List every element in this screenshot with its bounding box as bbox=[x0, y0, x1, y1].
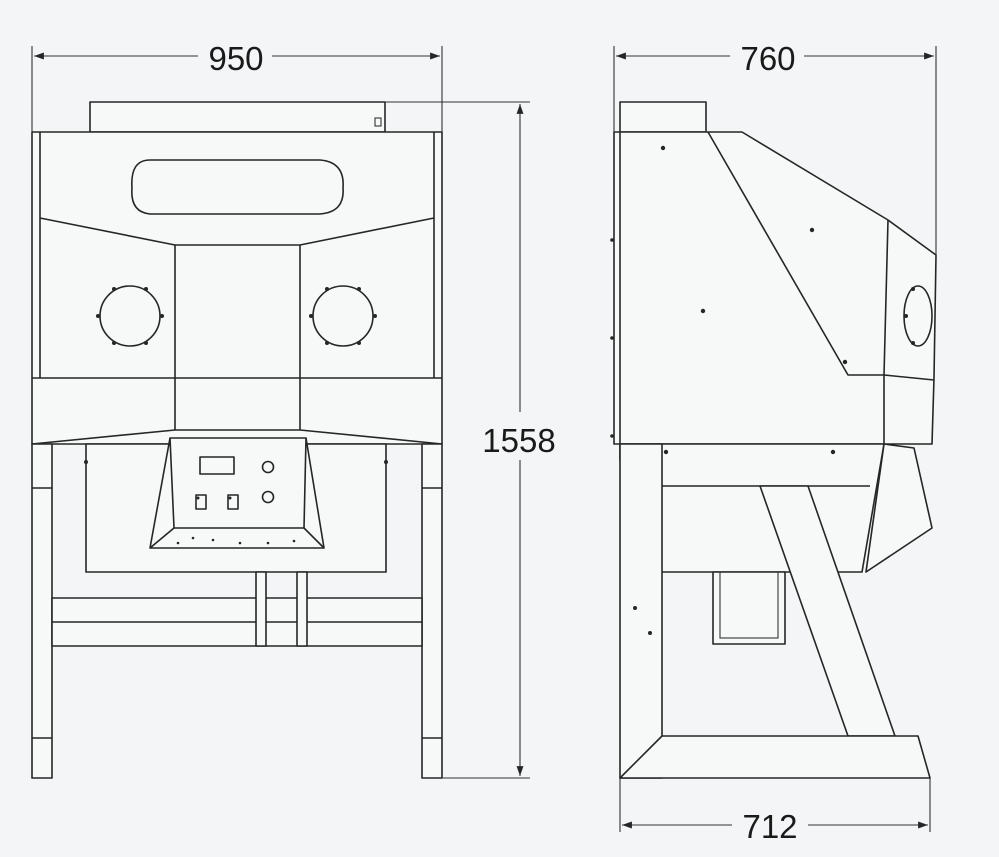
front-pipe-right bbox=[296, 571, 308, 647]
front-top-duct bbox=[89, 101, 386, 133]
side-cabinet-body bbox=[613, 131, 937, 445]
control-display bbox=[199, 456, 235, 475]
side-top-duct bbox=[619, 101, 707, 133]
side-view bbox=[610, 101, 937, 779]
front-viewing-window bbox=[131, 159, 344, 215]
side-glove-port bbox=[903, 285, 933, 347]
front-lower-panel bbox=[31, 429, 443, 445]
side-rear-leg bbox=[619, 443, 663, 779]
side-base bbox=[619, 735, 931, 779]
dim-front-width: 950 bbox=[208, 40, 263, 77]
front-leg-left bbox=[31, 443, 53, 779]
control-switch-2 bbox=[227, 494, 239, 510]
glove-port-right bbox=[309, 285, 377, 347]
side-drawer bbox=[712, 571, 786, 645]
control-switch-1 bbox=[195, 494, 207, 510]
front-cabinet-body bbox=[31, 131, 443, 445]
front-leg-right bbox=[421, 443, 443, 779]
dim-side-depth: 760 bbox=[740, 40, 795, 77]
side-front-flap bbox=[865, 443, 933, 573]
side-slope-panel bbox=[707, 131, 884, 376]
front-duct-tab bbox=[374, 117, 382, 127]
control-panel bbox=[149, 437, 325, 549]
control-knob-2 bbox=[261, 490, 275, 504]
control-knob-1 bbox=[261, 460, 275, 474]
dim-base-depth: 712 bbox=[742, 808, 797, 845]
glove-port-left bbox=[96, 285, 164, 347]
dimension-lines bbox=[31, 46, 937, 832]
front-pipe-left bbox=[255, 571, 267, 647]
front-view bbox=[31, 101, 443, 779]
front-hood-line bbox=[39, 217, 435, 246]
dim-overall-height: 1558 bbox=[482, 422, 555, 459]
